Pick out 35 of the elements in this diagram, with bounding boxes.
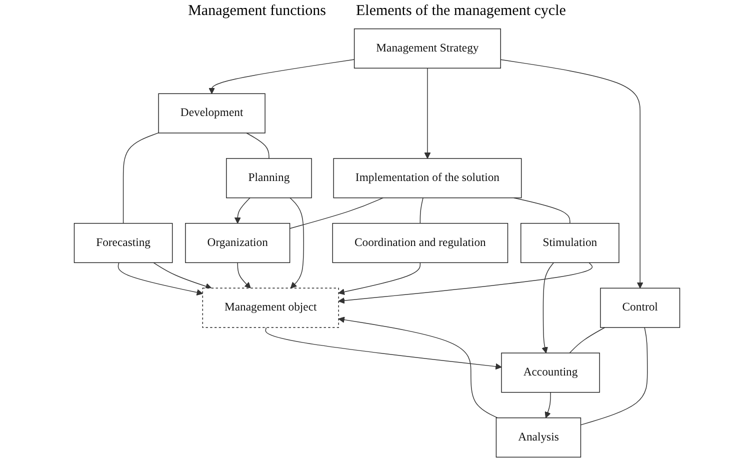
arrow bbox=[424, 68, 431, 159]
connector bbox=[289, 197, 384, 229]
node-box: Management object bbox=[202, 288, 339, 328]
node-box: Organization bbox=[185, 222, 290, 264]
heading-label: Management functions bbox=[188, 3, 326, 20]
connector bbox=[246, 132, 270, 159]
arrow bbox=[118, 262, 203, 296]
connector bbox=[569, 327, 606, 354]
connector bbox=[122, 132, 159, 224]
arrow bbox=[338, 262, 421, 295]
arrow bbox=[542, 262, 554, 354]
arrow bbox=[208, 59, 355, 94]
arrow bbox=[265, 327, 502, 370]
connector bbox=[580, 327, 648, 426]
connector bbox=[514, 197, 570, 224]
arrow bbox=[544, 392, 551, 418]
heading-label: Elements of the management cycle bbox=[356, 3, 566, 20]
arrow bbox=[338, 316, 498, 418]
node-box: Accounting bbox=[501, 352, 600, 393]
arrow bbox=[290, 197, 304, 288]
arrow bbox=[237, 262, 251, 288]
arrow bbox=[234, 197, 250, 224]
connector bbox=[420, 197, 424, 224]
node-box: Planning bbox=[226, 158, 312, 198]
node-box: Implementation of the solution bbox=[333, 158, 522, 198]
node-box: Management Strategy bbox=[354, 28, 501, 69]
node-box: Stimulation bbox=[520, 222, 620, 264]
node-box: Analysis bbox=[496, 417, 582, 458]
arrow bbox=[338, 262, 593, 304]
arrow bbox=[153, 262, 212, 290]
node-box: Control bbox=[600, 288, 680, 328]
node-box: Coordination and regulation bbox=[332, 222, 508, 264]
node-box: Forecasting bbox=[74, 222, 173, 264]
arrow bbox=[500, 59, 644, 288]
node-box: Development bbox=[158, 93, 266, 134]
